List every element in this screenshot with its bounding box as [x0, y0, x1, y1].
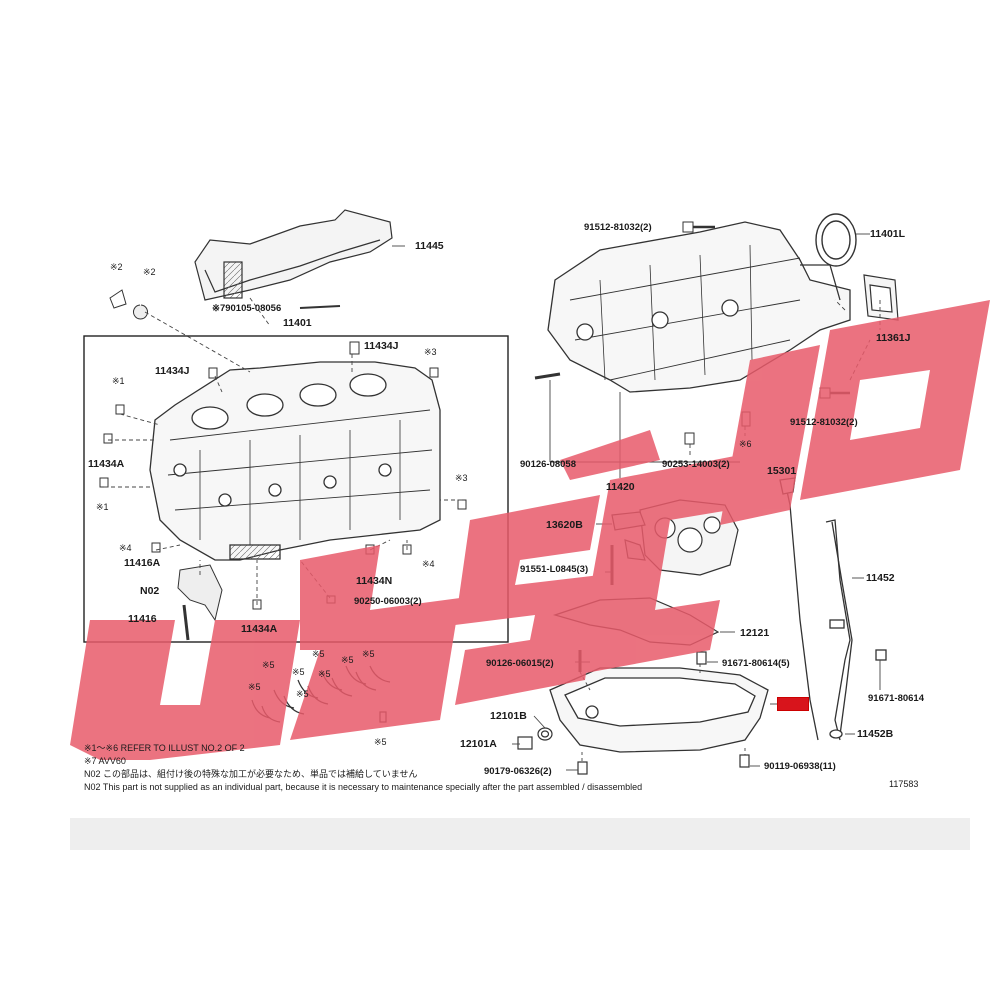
label-90250-06003[interactable]: 90250-06003(2)	[354, 596, 422, 607]
label-90126-06015[interactable]: 90126-06015(2)	[486, 658, 554, 669]
part-11361J-plate	[863, 274, 899, 321]
label-11452B[interactable]: 11452B	[857, 728, 894, 740]
note-refer: ※1～※6 REFER TO ILLUST NO.2 OF 2	[84, 743, 245, 753]
figure-number: 117583	[889, 779, 919, 789]
footer-band	[70, 818, 970, 850]
watermark	[70, 300, 990, 760]
label-11434J-b[interactable]: 11434J	[155, 365, 190, 377]
label-11401[interactable]: 11401	[283, 317, 312, 329]
label-12101-highlighted[interactable]: 12101	[776, 697, 810, 711]
label-13620B[interactable]: 13620B	[546, 519, 583, 531]
mark-5g: ※5	[318, 669, 331, 679]
mark-5d: ※5	[341, 655, 354, 665]
part-11401-cylinder-block	[149, 361, 441, 561]
part-12101-oil-pan	[549, 667, 769, 753]
label-11452[interactable]: 11452	[866, 572, 895, 584]
label-12121[interactable]: 12121	[740, 627, 770, 639]
label-11445[interactable]: 11445	[415, 240, 444, 252]
label-12101B[interactable]: 12101B	[490, 710, 527, 722]
mark-4a: ※4	[119, 543, 132, 553]
label-90179-06326[interactable]: 90179-06326(2)	[484, 766, 552, 777]
label-91512-81032-right[interactable]: 91512-81032(2)	[790, 417, 858, 428]
mark-5f: ※5	[248, 682, 261, 692]
mark-5c: ※5	[312, 649, 325, 659]
label-11434A-a[interactable]: 11434A	[88, 458, 125, 470]
mark-2a: ※2	[110, 262, 123, 272]
label-11401L[interactable]: 11401L	[870, 228, 906, 240]
label-11416[interactable]: 11416	[128, 613, 157, 625]
label-90119-06938[interactable]: 90119-06938(11)	[764, 761, 836, 772]
label-91671-80614[interactable]: 91671-80614	[868, 693, 924, 704]
mark-5b: ※5	[292, 667, 305, 677]
note-n02-en: N02 This part is not supplied as an indi…	[84, 782, 643, 792]
label-790105-08056[interactable]: ※790105-08056	[212, 303, 282, 314]
mark-5h: ※5	[296, 689, 309, 699]
label-91551-L0845[interactable]: 91551-L0845(3)	[520, 564, 589, 575]
label-91512-81032-top[interactable]: 91512-81032(2)	[584, 222, 652, 233]
mark-3b: ※3	[455, 473, 468, 483]
label-11416A[interactable]: 11416A	[124, 557, 161, 569]
mark-5e: ※5	[362, 649, 375, 659]
label-11434A-b[interactable]: 11434A	[241, 623, 278, 635]
label-12101A[interactable]: 12101A	[460, 738, 497, 750]
label-15301[interactable]: 15301	[767, 465, 797, 477]
mark-1a: ※1	[112, 376, 125, 386]
part-11452-guide	[825, 519, 887, 741]
part-11420-crankcase	[547, 221, 851, 393]
note-avv60: ※7 AVV60	[84, 756, 126, 766]
label-11361J[interactable]: 11361J	[876, 332, 911, 344]
mark-1b: ※1	[96, 502, 109, 512]
mark-3a: ※3	[424, 347, 437, 357]
label-11434J-a[interactable]: 11434J	[364, 340, 399, 352]
label-11434N[interactable]: 11434N	[356, 575, 393, 587]
mark-5i: ※5	[374, 737, 387, 747]
label-90126-08058[interactable]: 90126-08058	[520, 459, 576, 470]
label-91671-80614-5[interactable]: 91671-80614(5)	[722, 658, 790, 669]
mark-6: ※6	[739, 439, 752, 449]
mark-5a: ※5	[262, 660, 275, 670]
note-n02-jp: N02 この部品は、組付け後の特殊な加工が必要なため、単品では補給していません	[84, 769, 418, 779]
label-11420[interactable]: 11420	[606, 481, 635, 493]
label-N02[interactable]: N02	[140, 585, 160, 597]
part-11445-cover	[194, 209, 393, 301]
mark-4b: ※4	[422, 559, 435, 569]
mark-2b: ※2	[143, 267, 156, 277]
part-11401L-oil-seal	[815, 213, 857, 267]
label-90253-14003[interactable]: 90253-14003(2)	[662, 459, 730, 470]
